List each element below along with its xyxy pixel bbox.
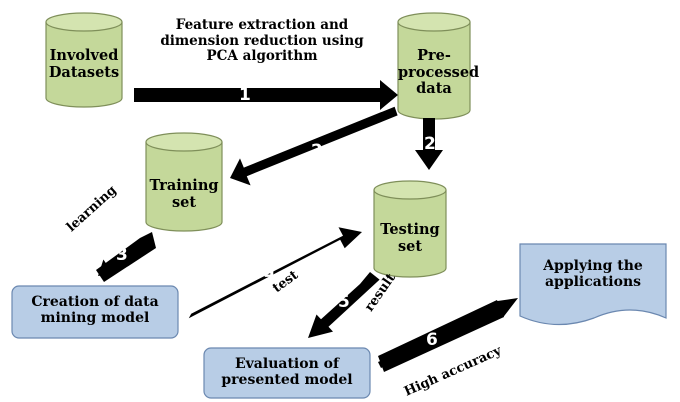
edge-6-number: 6 [426,330,438,350]
arrow-2-testing [415,118,443,170]
arrow-5 [308,272,380,338]
edge-4-number: 4 [264,264,276,284]
edge-2b-number: 2 [424,134,436,154]
box-evaluation-model [203,347,371,399]
node-evaluation-model: Evaluation of presented model [221,356,353,389]
edge-1-number: 1 [239,85,251,105]
node-training-set: Training set [149,177,219,211]
node-involved-datasets: Involved Datasets [48,47,120,81]
cylinder-involved-datasets [45,12,123,108]
cylinder-preprocessed-data [397,12,471,120]
node-testing-set: Testing set [380,221,440,255]
document-applying-applications [519,243,667,326]
arrow-1 [134,80,398,110]
node-creation-model: Creation of data mining model [31,294,159,327]
cylinder-training-set [145,132,223,232]
edge-3-number: 3 [116,245,128,265]
edge-2a-number: 2 [311,141,323,161]
arrow-3-shaft [96,232,156,282]
box-creation-model [11,285,179,339]
edge-5-number: 5 [338,292,350,312]
arrow-4 [188,227,362,319]
arrow-6-body [378,300,504,372]
edge-1-label: Feature extraction and dimension reducti… [160,17,364,65]
cylinder-testing-set [373,180,447,278]
arrow-2-training [230,106,398,186]
node-preprocessed-data: Pre- processed data [398,47,480,98]
node-applying-applications: Applying the applications [543,258,643,291]
